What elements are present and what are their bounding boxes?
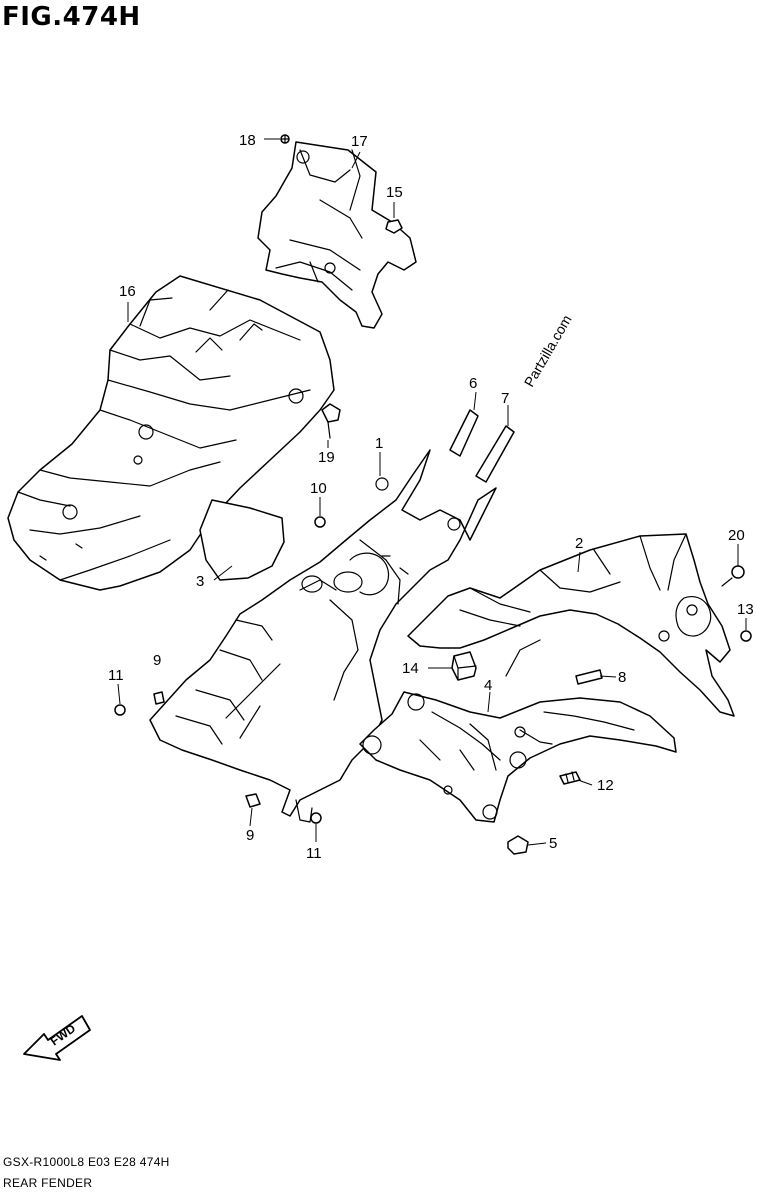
figure-title: FIG.474H <box>2 2 141 32</box>
diagram-caption: REAR FENDER <box>3 1176 93 1190</box>
part-15-clip[interactable] <box>385 219 403 234</box>
part-12-bolt[interactable] <box>559 771 581 785</box>
part-20-bolt[interactable] <box>721 565 745 587</box>
callout-10: 10 <box>310 480 327 497</box>
part-9-clip-lower[interactable] <box>245 793 261 808</box>
callout-4: 4 <box>484 677 492 694</box>
callout-20: 20 <box>728 527 745 544</box>
watermark: Partzilla.com <box>521 312 575 389</box>
part-18-screw[interactable] <box>280 134 290 144</box>
part-7-strip[interactable] <box>475 425 515 483</box>
callout-7: 7 <box>501 390 509 407</box>
callout-13: 13 <box>737 601 754 618</box>
part-1-frame-cover[interactable] <box>149 449 497 823</box>
callout-2: 2 <box>575 535 583 552</box>
callout-14: 14 <box>402 660 419 677</box>
callout-11-left: 11 <box>108 667 124 684</box>
callout-6: 6 <box>469 375 477 392</box>
part-9-clip-upper[interactable] <box>153 691 165 705</box>
part-13-nut[interactable] <box>740 630 752 642</box>
callout-19: 19 <box>318 449 335 466</box>
callout-11-lower: 11 <box>306 845 322 862</box>
model-code: GSX-R1000L8 E03 E28 474H <box>3 1155 170 1169</box>
part-11-bolt-left[interactable] <box>114 704 126 716</box>
part-4-lower-bracket[interactable] <box>359 691 677 823</box>
part-3-panel[interactable] <box>199 499 285 581</box>
part-14-block[interactable] <box>451 651 477 681</box>
callout-8: 8 <box>618 669 626 686</box>
part-19-bolt[interactable] <box>321 403 341 439</box>
fwd-arrow: FWD <box>23 1015 91 1061</box>
part-6-strip[interactable] <box>449 409 479 457</box>
part-5-bolt[interactable] <box>507 835 529 855</box>
part-2-rear-fender[interactable] <box>407 533 735 717</box>
callout-12: 12 <box>597 777 614 794</box>
part-11-bolt-lower[interactable] <box>310 812 322 824</box>
part-16-inner-fender[interactable] <box>7 275 335 591</box>
part-17-bracket[interactable] <box>257 141 417 329</box>
part-10-bolt[interactable] <box>314 516 326 528</box>
callout-3: 3 <box>196 573 204 590</box>
callout-18: 18 <box>239 132 256 149</box>
callout-9-upper: 9 <box>153 652 161 669</box>
callout-16: 16 <box>119 283 136 300</box>
callout-17: 17 <box>351 133 368 150</box>
callout-9-lower: 9 <box>246 827 254 844</box>
part-8-strip[interactable] <box>575 669 603 685</box>
callout-15: 15 <box>386 184 403 201</box>
callout-5: 5 <box>549 835 557 852</box>
callout-1: 1 <box>375 435 383 452</box>
leader-lines <box>117 138 747 846</box>
